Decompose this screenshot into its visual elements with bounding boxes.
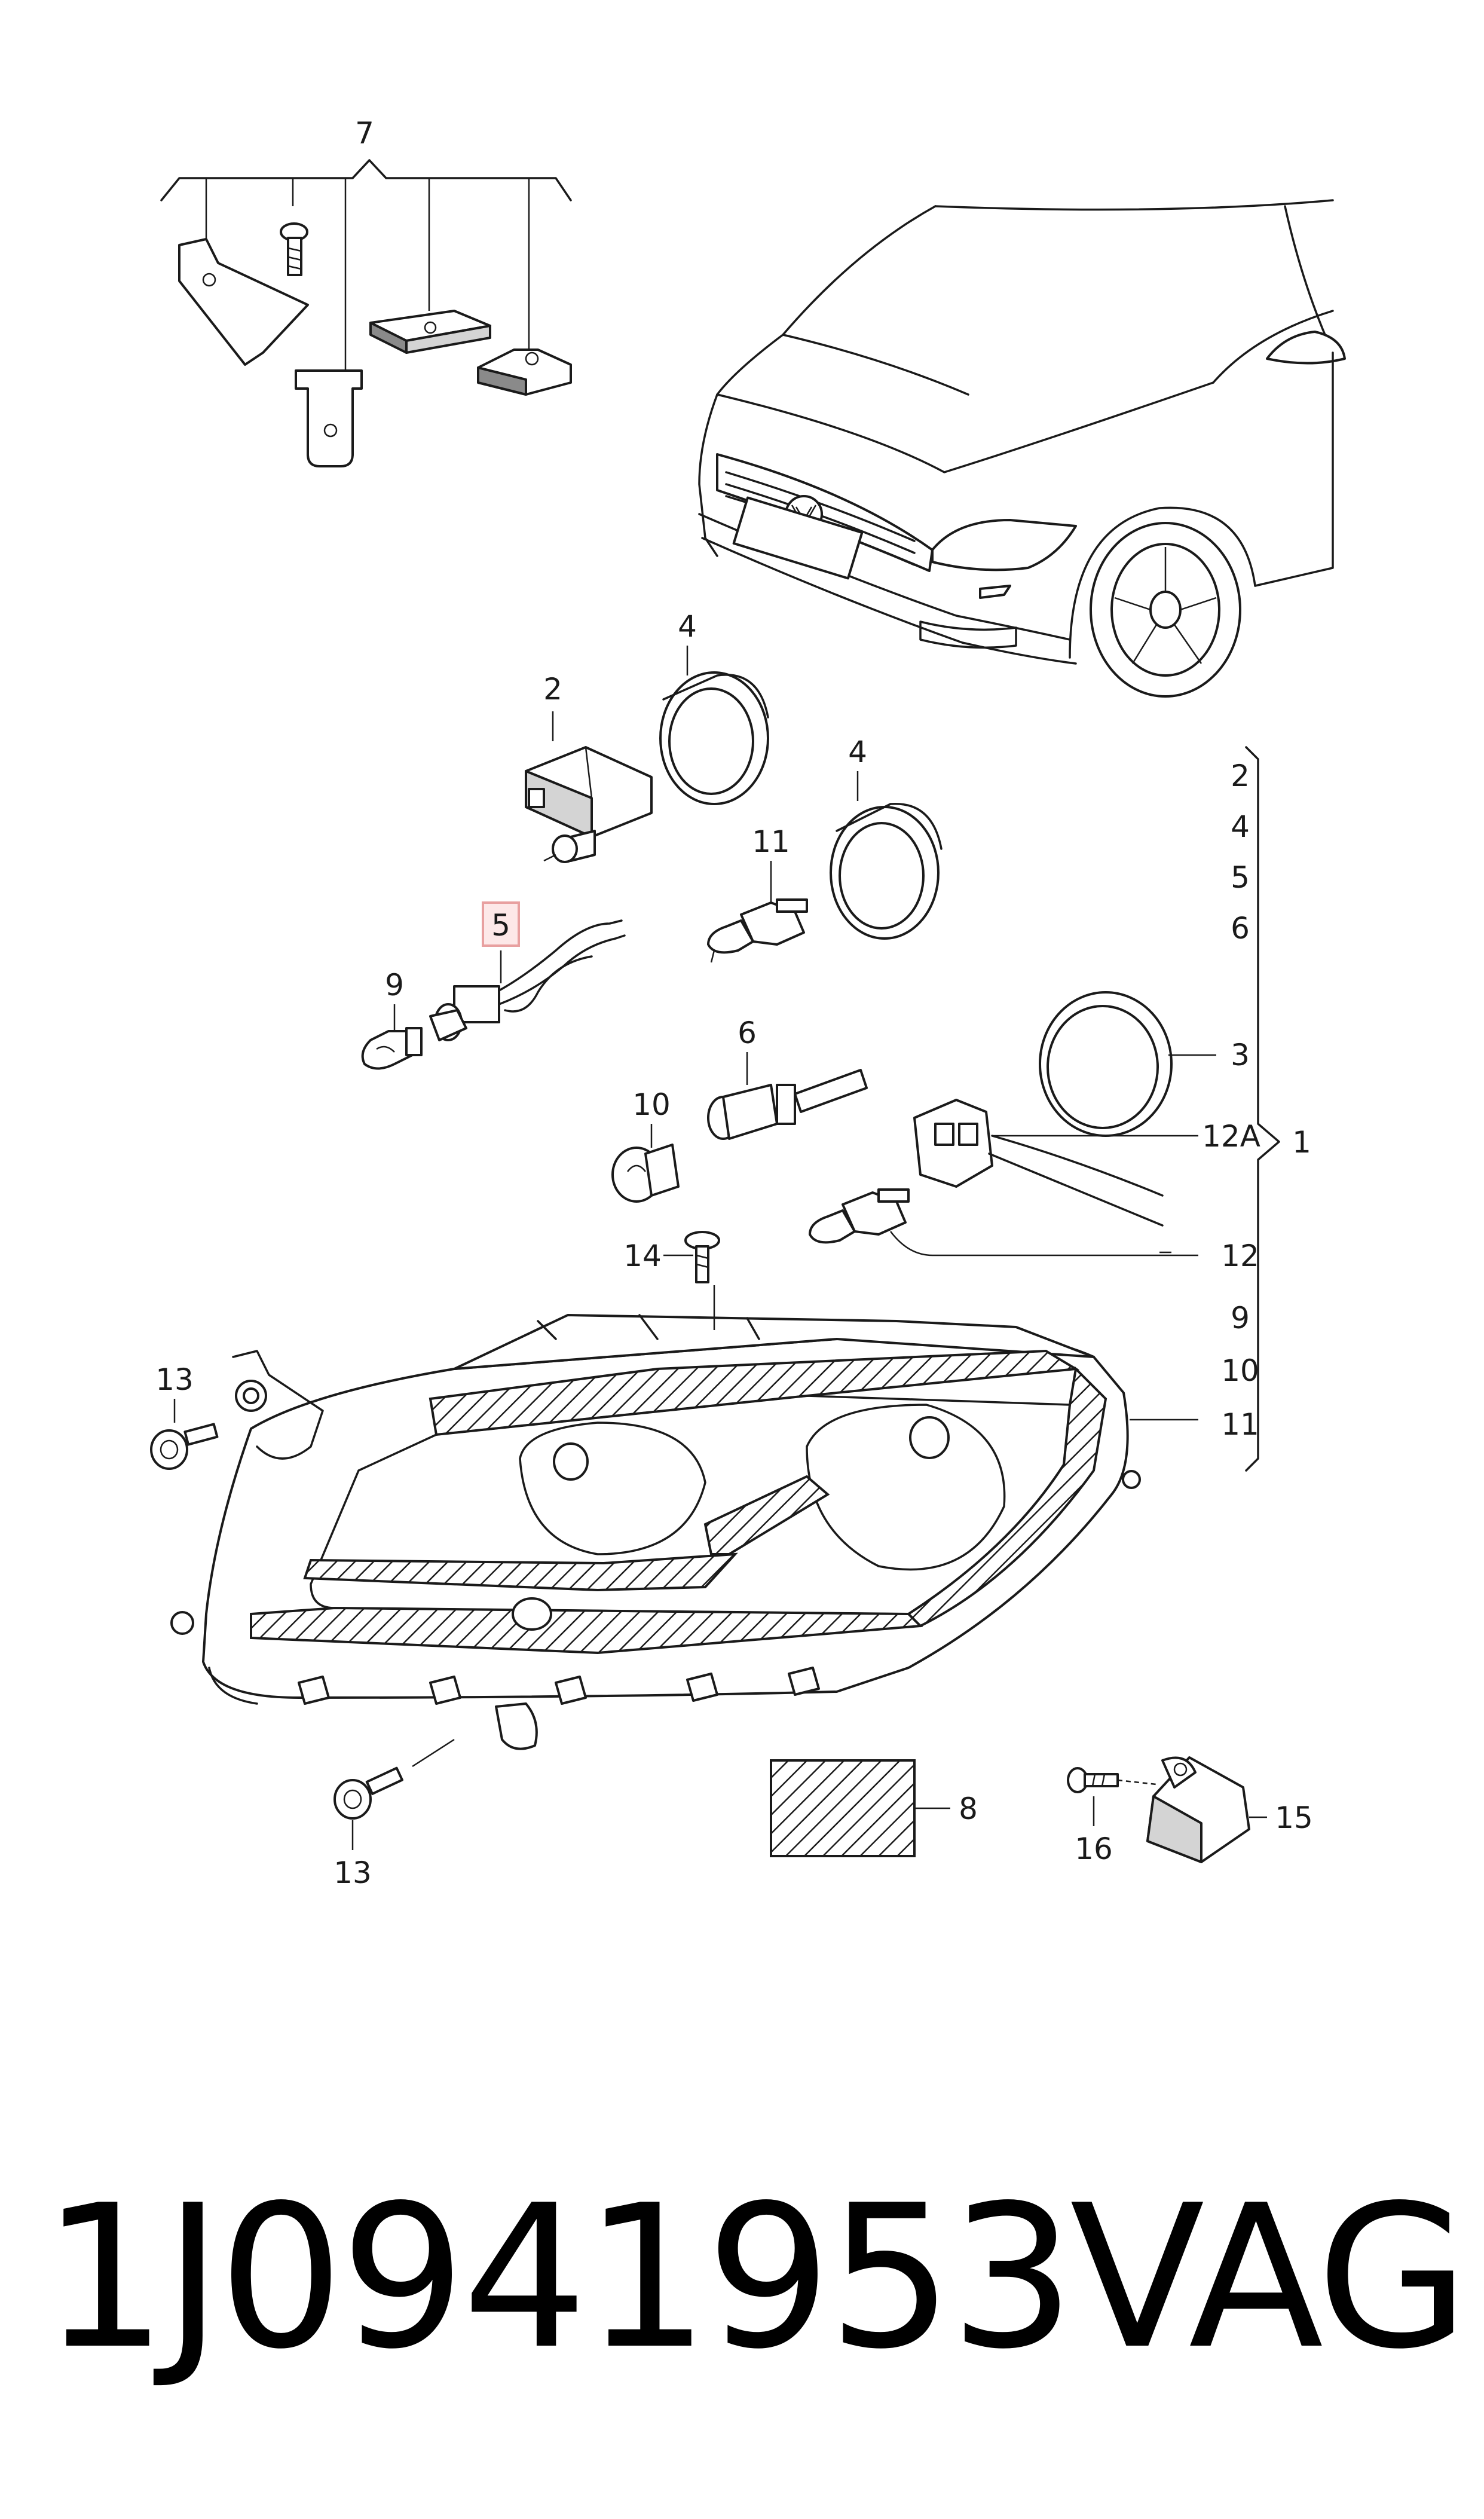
bulb-dome-left — [553, 1442, 589, 1481]
mounting-clip — [477, 348, 572, 396]
part-number: 1J0941953 — [42, 2163, 1075, 2392]
callout-15: 15 — [1275, 1800, 1313, 1835]
callout-6: 6 — [738, 1016, 757, 1050]
connector-12a — [913, 1099, 1198, 1227]
bracket-list-item: 11 — [1221, 1407, 1259, 1442]
callout-8: 8 — [959, 1792, 978, 1826]
bulb-cover-seal-lower — [830, 771, 943, 940]
callout-16: 16 — [1075, 1832, 1113, 1866]
bulb-holder — [707, 1052, 868, 1140]
screw-part-16 — [1067, 1767, 1157, 1826]
callout-5-highlight — [482, 901, 520, 947]
bracket-list-item: 4 — [1231, 809, 1250, 844]
callout-12: 12 — [1221, 1239, 1259, 1273]
bulb-cover-seal-upper — [659, 646, 769, 805]
callout-4-lower: 4 — [848, 735, 867, 769]
callout-13-upper: 13 — [155, 1362, 194, 1397]
front-grille — [725, 471, 916, 542]
kit-bracket-line — [160, 159, 572, 201]
headlight-assembly — [170, 1285, 1198, 1750]
assembly-bracket — [1245, 746, 1280, 1472]
brand-name: VAG — [1070, 2163, 1469, 2392]
callout-12a: 12A — [1202, 1119, 1260, 1154]
drl-strip-lower — [303, 1552, 738, 1592]
low-beam-reflector — [519, 1421, 706, 1555]
side-mirror — [1266, 331, 1346, 365]
vehicle-front-illustration — [698, 199, 1346, 698]
mounting-tab-angled — [178, 238, 309, 366]
screw-13-upper — [150, 1399, 219, 1470]
drl-strip-diagonal — [703, 1475, 830, 1555]
callout-11: 11 — [752, 824, 790, 859]
callout-3: 3 — [1231, 1038, 1250, 1072]
callout-13-lower: 13 — [333, 1855, 372, 1890]
mounting-plate — [369, 310, 491, 354]
number-plate-area — [732, 496, 864, 580]
callout-1: 1 — [1292, 1125, 1311, 1160]
callout-14: 14 — [623, 1239, 662, 1273]
bulb-h7-lower — [809, 1188, 1198, 1257]
callout-2: 2 — [543, 672, 562, 707]
bulb-h7-upper — [707, 861, 808, 963]
bulb-w5w — [361, 1004, 423, 1070]
bracket-list-item: 2 — [1231, 759, 1250, 793]
bracket-part-15 — [1146, 1756, 1267, 1863]
mounting-kit-group — [160, 159, 572, 467]
mounting-tab-vertical — [295, 369, 363, 467]
bracket-list-item: 10 — [1221, 1353, 1259, 1388]
mounting-screw — [280, 222, 308, 276]
callout-5: 5 — [491, 908, 510, 943]
label-sample-part-8 — [770, 1759, 916, 1857]
screw-14 — [663, 1231, 720, 1283]
seal-ring — [1039, 991, 1216, 1137]
high-beam-reflector — [806, 1404, 1006, 1571]
screw-13-lower — [333, 1738, 455, 1850]
bracket-list-item: 6 — [1231, 911, 1250, 946]
bracket-list-item: 5 — [1231, 860, 1250, 895]
bulb-dome-right — [909, 1416, 950, 1459]
bulb-p21w — [611, 1124, 680, 1203]
callout-7: 7 — [355, 116, 374, 151]
callout-10: 10 — [632, 1087, 671, 1122]
car-headlight — [931, 519, 1077, 571]
bracket-list-item: 9 — [1231, 1301, 1250, 1335]
footer: 1J0941953 VAG — [0, 2152, 1484, 2403]
callout-4-upper: 4 — [678, 609, 697, 644]
range-control-motor — [525, 711, 653, 863]
wiring-harness-part-5 — [429, 919, 626, 1041]
front-wheel — [1069, 506, 1256, 698]
callout-9: 9 — [385, 968, 404, 1002]
